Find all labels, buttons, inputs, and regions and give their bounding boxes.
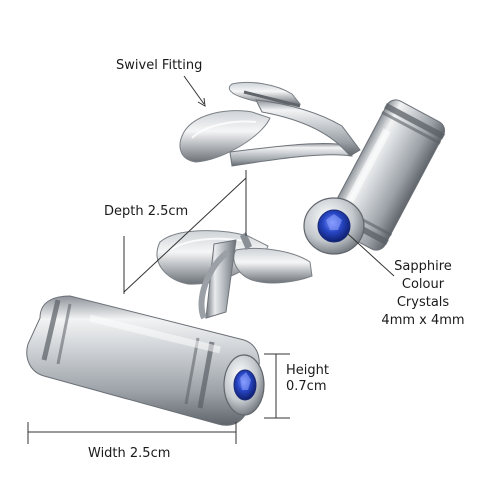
top-bullet-toggle [179,81,301,163]
sapphire-label-line2: Colour [401,277,445,292]
swivel-arrow [183,75,205,105]
cufflink-top [179,81,446,255]
width-label: Width 2.5cm [88,446,171,461]
callout-lines [27,75,395,444]
depth-line [123,177,247,293]
height-label: Height 0.7cm [286,363,329,395]
bottom-swivel-post [198,232,252,320]
bottom-bullet-toggle [156,230,313,285]
bottom-crystal-end [223,354,265,416]
top-swivel-bar [229,90,361,167]
sapphire-label-line1: Sapphire [394,259,452,274]
depth-label: Depth 2.5cm [104,204,189,219]
height-label-line1: Height [286,363,329,378]
top-crystal-end [303,197,365,255]
height-label-line2: 0.7cm [286,379,327,394]
sapphire-label-line4: 4mm x 4mm [381,313,465,328]
cufflink-bottom [26,230,313,426]
arrow-head-icon [197,97,206,107]
sapphire-pointer [347,233,395,277]
sapphire-crystals-label: Sapphire Colour Crystals 4mm x 4mm [364,258,482,330]
swivel-fitting-label: Swivel Fitting [116,58,203,73]
bottom-barrel [26,295,260,426]
sapphire-label-line3: Crystals [396,295,450,310]
